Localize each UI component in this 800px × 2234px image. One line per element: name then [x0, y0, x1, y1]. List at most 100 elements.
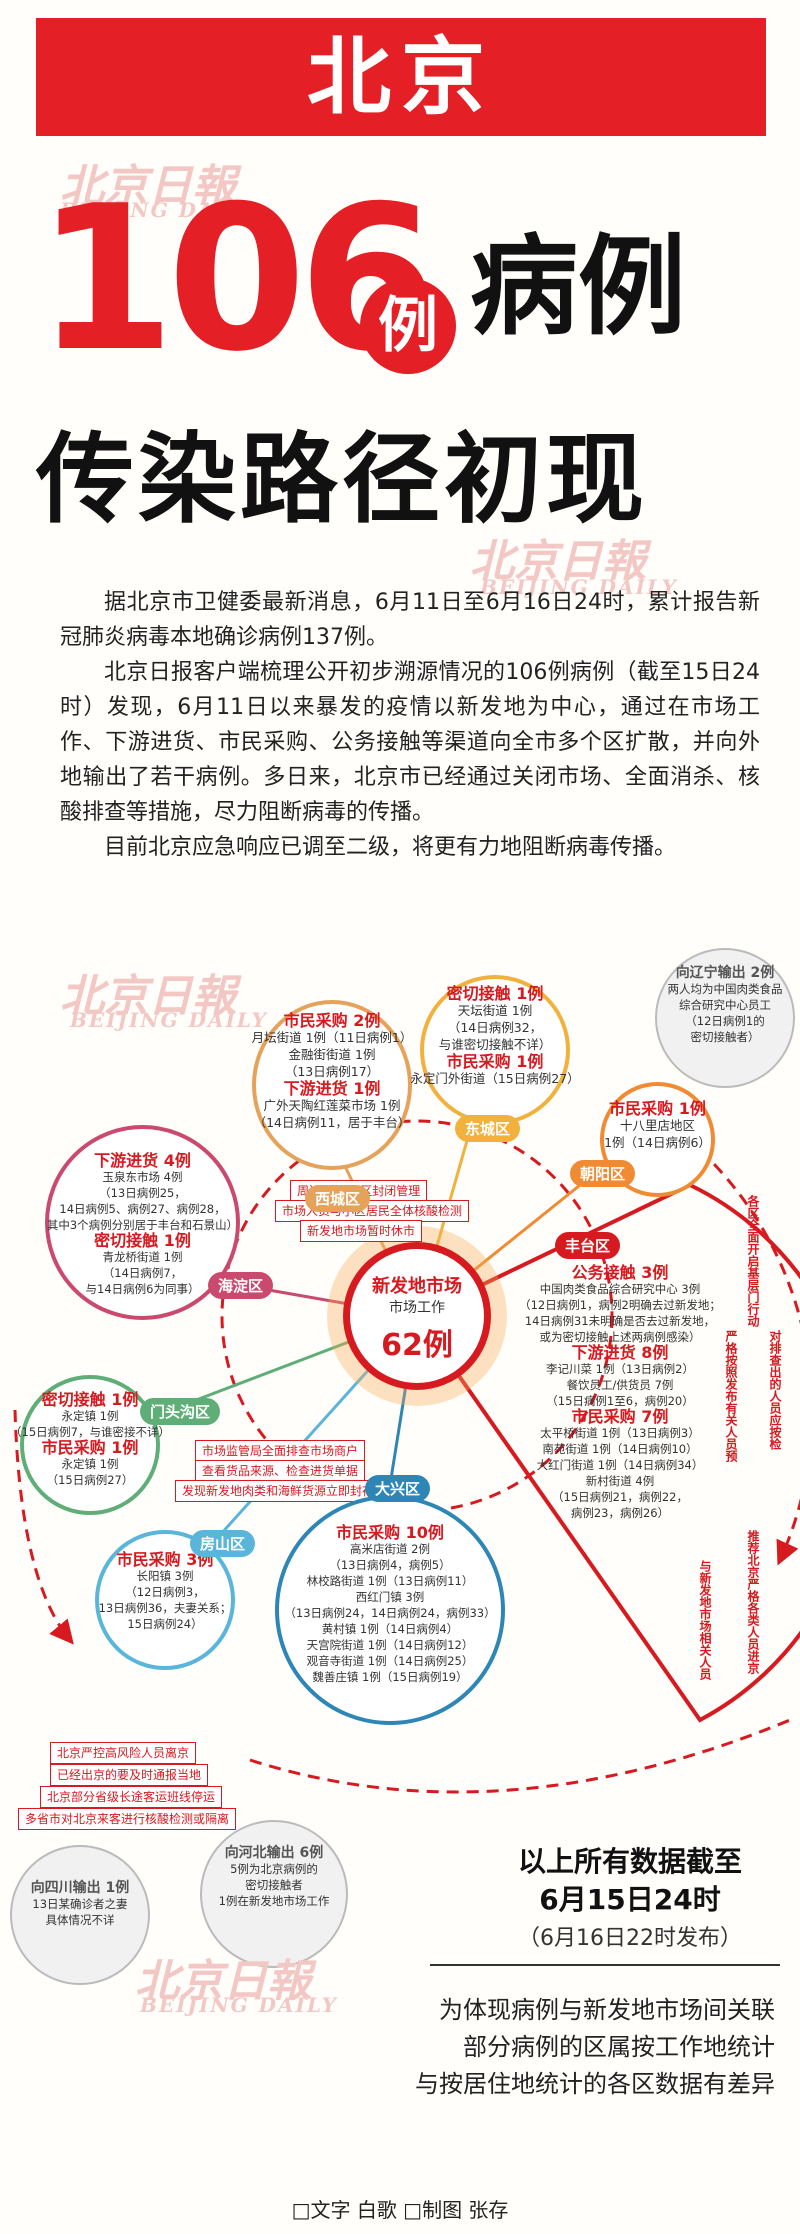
- xicheng-line: 月坛街道 1例（11日病例1）: [251, 1030, 413, 1045]
- mentougou-line: （15日病例7，与谁密接不详）: [10, 1425, 170, 1439]
- fengtai-line: 李记川菜 1例（13日病例2）: [546, 1362, 694, 1376]
- watermark-logo-en: BEIJING DAILY: [60, 198, 258, 222]
- fangshan-line: 15日病例24）: [127, 1617, 203, 1631]
- fengtai-line: （12日病例1，病例2明确去过新发地；: [519, 1298, 721, 1312]
- haidian-line: 玉泉东市场 4例: [102, 1170, 183, 1184]
- bottom-note: 已经出京的要及时通报当地: [50, 1764, 209, 1786]
- bottom-note: 北京严控高风险人员离京: [50, 1742, 197, 1764]
- xicheng-line: 金融街街道 1例: [288, 1047, 376, 1062]
- xicheng-text: 市民采购 2例 月坛街道 1例（11日病例1） 金融街街道 1例 （13日病例1…: [232, 1012, 432, 1131]
- chaoyang-h1: 市民采购 1例: [609, 1099, 706, 1118]
- title-bingli: 病例: [470, 225, 687, 350]
- fangshan-line: 13日病例36，夫妻关系；: [98, 1601, 232, 1615]
- liaoning-line: 两人均为中国肉类食品: [667, 982, 783, 996]
- daxing-line: 林校路街道 1例（13日病例11）: [306, 1574, 474, 1588]
- arc-note: 推荐北京严格各类人员进京: [746, 1530, 760, 1674]
- chaoyang-text: 市民采购 1例 十八里店地区 1例（14日病例6）: [595, 1100, 720, 1151]
- summary-divider: [430, 1964, 780, 1966]
- bottom-note: 多省市对北京来客进行核酸检测或隔离: [18, 1808, 237, 1830]
- district-bubble-mentougou: [20, 1375, 160, 1515]
- district-label-dongcheng: 东城区: [455, 1115, 521, 1142]
- hebei-text: 向河北输出 6例 5例为北京病例的 密切接触者 1例在新发地市场工作: [195, 1845, 353, 1909]
- fengtai-line: 中国肉类食品综合研究中心 3例: [539, 1282, 701, 1296]
- fengtai-line: 大红门街道 1例（14日病例34）: [536, 1458, 704, 1472]
- district-bubble-dongcheng: [420, 975, 570, 1125]
- district-label-daxing: 大兴区: [365, 1475, 431, 1502]
- intro-text: 据北京市卫健委最新消息，6月11日至6月16日24时，累计报告新冠肺炎病毒本地确…: [60, 585, 760, 865]
- district-label-haidian: 海淀区: [208, 1272, 274, 1299]
- fengtai-line: 太平桥街道 1例（13日病例3）: [540, 1426, 700, 1440]
- watermark-logo-en-3: BEIJING DAILY: [70, 1008, 268, 1032]
- hebei-title: 向河北输出 6例: [224, 1845, 324, 1861]
- arc-note: 各区全面开启基层门行动: [746, 1195, 760, 1327]
- fengtai-line: 新村街道 4例: [585, 1474, 655, 1488]
- dongcheng-line: （14日病例32，: [447, 1020, 543, 1035]
- liaoning-line: 综合研究中心员工: [679, 998, 771, 1012]
- dongcheng-line: 天坛街道 1例: [457, 1003, 533, 1018]
- arc-note: 严格按照发布有关人员预: [724, 1330, 738, 1462]
- output-bubble-liaoning: [655, 948, 795, 1088]
- summary-line2: 6月15日24时: [539, 1883, 721, 1916]
- dongcheng-h1: 密切接触 1例: [446, 984, 544, 1003]
- xinfadi-market-node: [343, 1242, 491, 1390]
- banner-title: 北京: [306, 28, 495, 126]
- daxing-line: 黄村镇 1例（14日病例4）: [321, 1622, 459, 1636]
- xicheng-h2: 下游进货 1例: [283, 1079, 381, 1098]
- fengtai-h1: 公务接触 3例: [571, 1263, 669, 1282]
- daxing-line: （13日病例24，14日病例24，病例33）: [284, 1606, 496, 1620]
- mentougou-line: 永定镇 1例: [61, 1457, 119, 1471]
- summary-note-line: 部分病例的区属按工作地统计: [463, 2033, 775, 2061]
- haidian-line: 其中3个病例分别居于丰台和石景山）: [46, 1218, 239, 1232]
- center-note-bottom: 市场监管局全面排查市场商户: [195, 1440, 366, 1462]
- output-bubble-hebei: [200, 1820, 348, 1968]
- daxing-line: （13日病例4，病例5）: [329, 1558, 451, 1572]
- xicheng-line: （13日病例17）: [284, 1064, 380, 1079]
- chaoyang-line: 1例（14日病例6）: [604, 1135, 711, 1150]
- district-bubble-xicheng: [252, 1000, 412, 1170]
- summary-line1: 以上所有数据截至: [517, 1845, 742, 1878]
- mentougou-h2: 市民采购 1例: [41, 1438, 139, 1457]
- haidian-line: 与14日病例6为同事）: [85, 1282, 200, 1296]
- intro-paragraph: 据北京市卫健委最新消息，6月11日至6月16日24时，累计报告新冠肺炎病毒本地确…: [60, 590, 760, 650]
- mentougou-text: 密切接触 1例 永定镇 1例 （15日病例7，与谁密接不详） 市民采购 1例 永…: [10, 1392, 170, 1488]
- watermark-logo-3: 北京日報: [60, 971, 236, 1022]
- fengtai-line: 或为密切接触上述两病例感染）: [539, 1330, 701, 1344]
- fengtai-line: 病例23，病例26）: [570, 1506, 670, 1520]
- outer-arc-arrow: [698, 1148, 800, 1566]
- liaoning-title: 向辽宁输出 2例: [675, 965, 775, 981]
- haidian-line: 14日病例5、病例27、病例28，: [59, 1202, 226, 1216]
- daxing-line: 西红门镇 3例: [355, 1590, 425, 1604]
- fengtai-text: 公务接触 3例 中国肉类食品综合研究中心 3例 （12日病例1，病例2明确去过新…: [505, 1265, 735, 1521]
- summary-note-line: 与按居住地统计的各区数据有差异: [415, 2070, 775, 2098]
- sichuan-text: 向四川输出 1例 13日某确诊者之妻 具体情况不详: [8, 1880, 152, 1928]
- district-label-fangshan: 房山区: [190, 1530, 256, 1557]
- fengtai-line: 14日病例31未明确是否去过新发地，: [524, 1314, 716, 1328]
- liaoning-line: 密切接触者）: [690, 1030, 760, 1044]
- fengtai-line: 餐饮员工/供货员 7例: [566, 1378, 674, 1392]
- daxing-text: 市民采购 10例 高米店街道 2例 （13日病例4，病例5） 林校路街道 1例（…: [268, 1525, 512, 1685]
- dongcheng-line: 永定门外街道（15日病例27）: [410, 1071, 580, 1086]
- fangshan-text: 市民采购 3例 长阳镇 3例 （12日病例3， 13日病例36，夫妻关系； 15…: [88, 1552, 242, 1632]
- left-arc-arrow: [13, 1409, 74, 1645]
- credit-line: □文字 白歌 □制图 张存: [291, 2198, 509, 2222]
- sichuan-title: 向四川输出 1例: [30, 1880, 130, 1896]
- daxing-h1: 市民采购 10例: [336, 1523, 444, 1542]
- fengtai-h2: 下游进货 8例: [571, 1343, 669, 1362]
- daxing-line: 观音寺街道 1例（14日病例25）: [306, 1654, 474, 1668]
- center-note-bottom: 查看货品来源、检查进货单据: [195, 1460, 366, 1482]
- district-label-xicheng: 西城区: [305, 1185, 371, 1212]
- output-bubble-sichuan: [10, 1845, 150, 1985]
- haidian-h2: 密切接触 1例: [94, 1231, 191, 1250]
- fengtai-h3: 市民采购 7例: [571, 1407, 669, 1426]
- li-label: 例: [378, 291, 438, 361]
- summary-line3: （6月16日22时发布）: [518, 1926, 742, 1951]
- district-label-chaoyang: 朝阳区: [570, 1160, 636, 1187]
- district-label-fengtai: 丰台区: [555, 1232, 621, 1259]
- arc-note: 与新发地市场相关人员: [698, 1560, 712, 1680]
- daxing-line: 魏善庄镇 1例（15日病例19）: [312, 1670, 468, 1684]
- center-note-bottom: 发现新发地肉类和海鲜货源立即封存: [175, 1480, 382, 1502]
- hebei-line: 密切接触者: [245, 1878, 303, 1892]
- watermark-logo-en-4: BEIJING DAILY: [140, 1993, 338, 2017]
- sichuan-line: 13日某确诊者之妻: [32, 1897, 128, 1911]
- liaoning-text: 向辽宁输出 2例 两人均为中国肉类食品 综合研究中心员工 （12日病例1的 密切…: [650, 965, 800, 1045]
